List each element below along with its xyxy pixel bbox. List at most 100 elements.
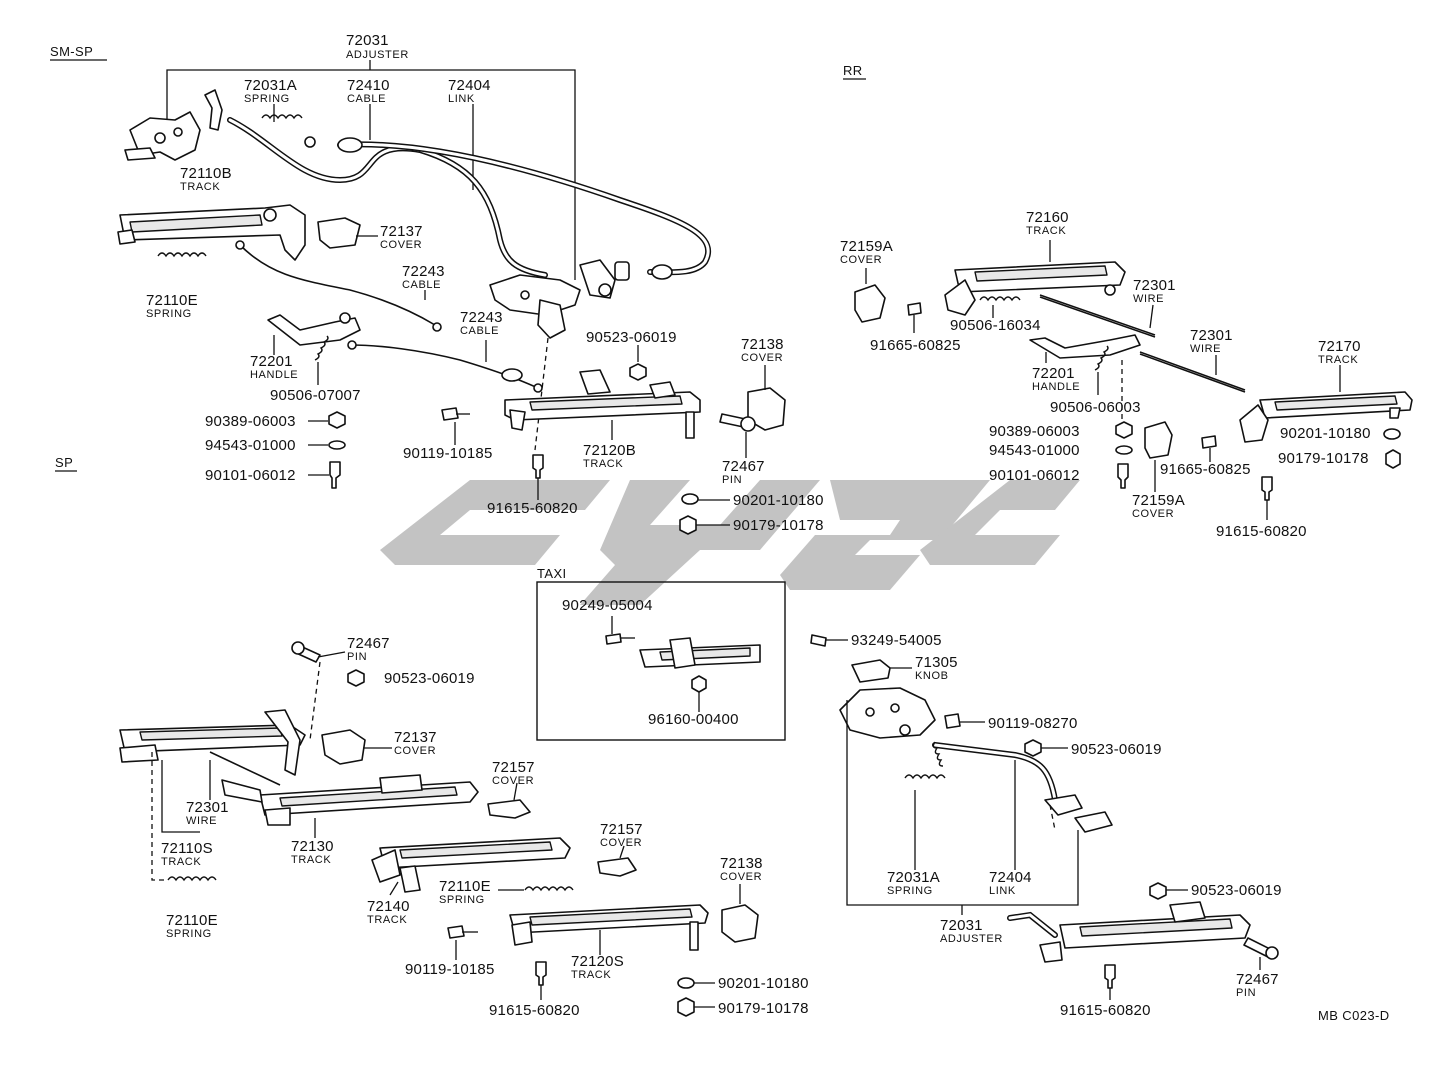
callout-smsp-nut4: 90179-10178 xyxy=(733,517,824,534)
callout-sp-cover138-num: 72138 xyxy=(720,855,763,872)
callout-smsp-bolt4: 91615-60820 xyxy=(487,500,578,517)
track-72160 xyxy=(944,261,1126,316)
callout-sp-spring-e2-name: SPRING xyxy=(439,894,485,906)
adjuster-plate xyxy=(839,687,936,739)
callout-adj-pin-num: 72467 xyxy=(1236,971,1279,988)
callout-adj-pin-name: PIN xyxy=(1236,987,1256,999)
callout-labels: 72031 ADJUSTER 72031A SPRING 72410 CABLE… xyxy=(146,32,1370,1019)
callout-sp-track140-name: TRACK xyxy=(367,914,407,926)
callout-smsp-cable-name: CABLE xyxy=(347,93,386,105)
callout-sp-cover157a-num: 72157 xyxy=(492,759,535,776)
callout-smsp-link-name: LINK xyxy=(448,93,475,105)
callout-rr-track170-num: 72170 xyxy=(1318,338,1361,355)
callout-taxi-bolt: 90249-05004 xyxy=(562,597,653,614)
callout-smsp-pin-name: PIN xyxy=(722,474,742,486)
adjuster-group xyxy=(810,634,1279,1000)
callout-adj-bolt1: 93249-54005 xyxy=(851,632,942,649)
section-label-rr: RR xyxy=(843,63,863,78)
callout-adj-nut1: 90523-06019 xyxy=(1071,741,1162,758)
callout-rr-handle-name: HANDLE xyxy=(1032,381,1080,393)
callout-rr-wire1-name: WIRE xyxy=(1133,293,1164,305)
drawing-code: MB C023-D xyxy=(1318,1008,1390,1023)
sp-group xyxy=(119,641,759,1017)
callout-adj-link-name: LINK xyxy=(989,885,1016,897)
callout-rr-cover-a2-num: 72159A xyxy=(1132,492,1185,509)
callout-smsp-nut2: 90523-06019 xyxy=(586,329,677,346)
callout-smsp-track120b-name: TRACK xyxy=(583,458,623,470)
adjuster-mechanism-center xyxy=(489,259,616,339)
callout-rr-bolt1: 90506-16034 xyxy=(950,317,1041,334)
callout-smsp-handle-num: 72201 xyxy=(250,353,293,370)
callout-rr-track170-name: TRACK xyxy=(1318,354,1358,366)
callout-smsp-cover138-num: 72138 xyxy=(741,336,784,353)
callout-rr-bolt3: 90506-06003 xyxy=(1050,399,1141,416)
section-label-sp: SP xyxy=(55,455,73,470)
callout-sp-spring-e-name: SPRING xyxy=(166,928,212,940)
callout-sp-cover137-num: 72137 xyxy=(394,729,437,746)
callout-rr-nut3: 90179-10178 xyxy=(1278,450,1369,467)
callout-taxi-nut: 96160-00400 xyxy=(648,711,739,728)
callout-sp-nut1: 90523-06019 xyxy=(384,670,475,687)
callout-rr-nut1: 90389-06003 xyxy=(989,423,1080,440)
callout-sp-cover138-name: COVER xyxy=(720,871,762,883)
callout-sp-pin-name: PIN xyxy=(347,651,367,663)
callout-rr-track160-num: 72160 xyxy=(1026,209,1069,226)
callout-smsp-track120b-num: 72120B xyxy=(583,442,636,459)
callout-sp-spring-e2-num: 72110E xyxy=(439,878,491,895)
callout-rr-wire2-name: WIRE xyxy=(1190,343,1221,355)
callout-smsp-cover-name: COVER xyxy=(380,239,422,251)
callout-smsp-spring-a-num: 72031A xyxy=(244,77,297,94)
callout-adj-knob-num: 71305 xyxy=(915,654,958,671)
callout-smsp-bolt2: 90101-06012 xyxy=(205,467,296,484)
callout-rr-bolt4: 90101-06012 xyxy=(989,467,1080,484)
callout-sp-track120s-num: 72120S xyxy=(571,953,624,970)
spring-72031a-coil xyxy=(261,114,303,120)
callout-smsp-cover-num: 72137 xyxy=(380,223,423,240)
callout-sp-track140-num: 72140 xyxy=(367,898,410,915)
callout-rr-bolt6: 91615-60820 xyxy=(1216,523,1307,540)
track-72140 xyxy=(371,837,571,893)
callout-adj-bolt2: 90119-08270 xyxy=(988,715,1078,732)
track-72110b xyxy=(117,204,306,261)
callout-smsp-nut1: 90389-06003 xyxy=(205,413,296,430)
track-72120s xyxy=(509,904,709,951)
callout-sp-wire-num: 72301 xyxy=(186,799,229,816)
callout-adj-adjuster-name: ADJUSTER xyxy=(940,933,1003,945)
callout-rr-bolt2: 91665-60825 xyxy=(870,337,961,354)
section-label-sm-sp: SM-SP xyxy=(50,44,93,59)
callout-sp-cover157a-name: COVER xyxy=(492,775,534,787)
callout-rr-cover-a2-name: COVER xyxy=(1132,508,1174,520)
adjuster-mechanism-left xyxy=(124,89,223,161)
callout-sp-pin-num: 72467 xyxy=(347,635,390,652)
callout-adj-nut2: 90523-06019 xyxy=(1191,882,1282,899)
callout-sp-nut2: 90201-10180 xyxy=(718,975,809,992)
callout-smsp-nut3: 90201-10180 xyxy=(733,492,824,509)
callout-rr-wire2-num: 72301 xyxy=(1190,327,1233,344)
callout-rr-handle-num: 72201 xyxy=(1032,365,1075,382)
callout-smsp-cable3-num: 72243 xyxy=(460,309,503,326)
cover-72137-shape xyxy=(317,217,361,249)
section-label-taxi: TAXI xyxy=(537,566,567,581)
callout-smsp-washer1: 94543-01000 xyxy=(205,437,296,454)
callout-rr-washer1: 94543-01000 xyxy=(989,442,1080,459)
callout-sp-track120s-name: TRACK xyxy=(571,969,611,981)
fastener-90389 xyxy=(328,411,346,429)
callout-smsp-track-b-num: 72110B xyxy=(180,165,232,182)
callout-smsp-adjuster-num: 72031 xyxy=(346,32,389,49)
callout-sp-nut3: 90179-10178 xyxy=(718,1000,809,1017)
callout-smsp-cable-num: 72410 xyxy=(347,77,390,94)
callout-sp-track130-name: TRACK xyxy=(291,854,331,866)
callout-smsp-handle-name: HANDLE xyxy=(250,369,298,381)
callout-smsp-pin-num: 72467 xyxy=(722,458,765,475)
callout-smsp-bolt1: 90506-07007 xyxy=(270,387,361,404)
callout-sp-spring-e-num: 72110E xyxy=(166,912,218,929)
callout-smsp-link-num: 72404 xyxy=(448,77,491,94)
callout-sp-track110s-name: TRACK xyxy=(161,856,201,868)
track-72130 xyxy=(221,774,479,826)
callout-smsp-cover138-name: COVER xyxy=(741,352,783,364)
callout-smsp-track-b-name: TRACK xyxy=(180,181,220,193)
callout-rr-track160-name: TRACK xyxy=(1026,225,1066,237)
adjuster-track xyxy=(1039,901,1251,963)
sm-sp-group xyxy=(117,60,786,535)
callout-smsp-adjuster-name: ADJUSTER xyxy=(346,49,409,61)
